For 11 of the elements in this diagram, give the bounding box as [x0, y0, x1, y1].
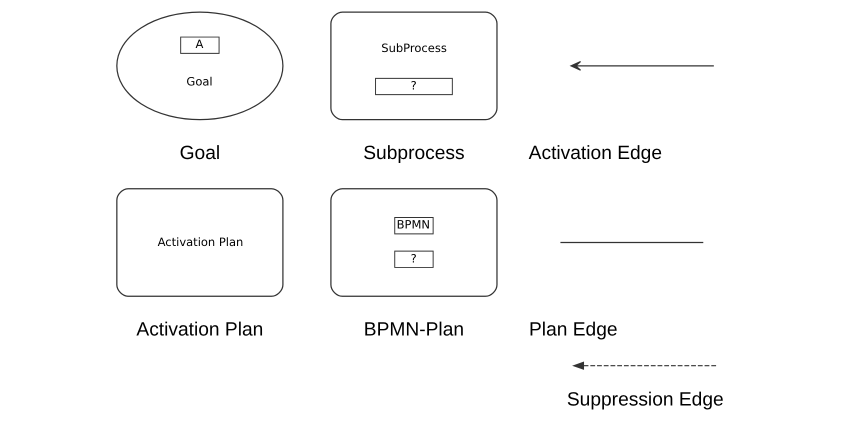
- node-box: BPMN ?: [330, 188, 498, 297]
- legend-label: Suppression Edge: [566, 389, 724, 410]
- node-label: BPMN-Plan: [364, 320, 464, 341]
- node-label: Subprocess: [363, 142, 465, 164]
- legend-label: Plan Edge: [529, 320, 618, 341]
- node-box: Activation Plan: [116, 188, 284, 297]
- node-label: Goal: [180, 142, 220, 164]
- node-label: Activation Plan: [136, 320, 264, 341]
- node-box: SubProcess ?: [330, 11, 498, 120]
- legend-label: Activation Edge: [528, 142, 662, 164]
- node-ellipse: A Goal: [116, 11, 284, 120]
